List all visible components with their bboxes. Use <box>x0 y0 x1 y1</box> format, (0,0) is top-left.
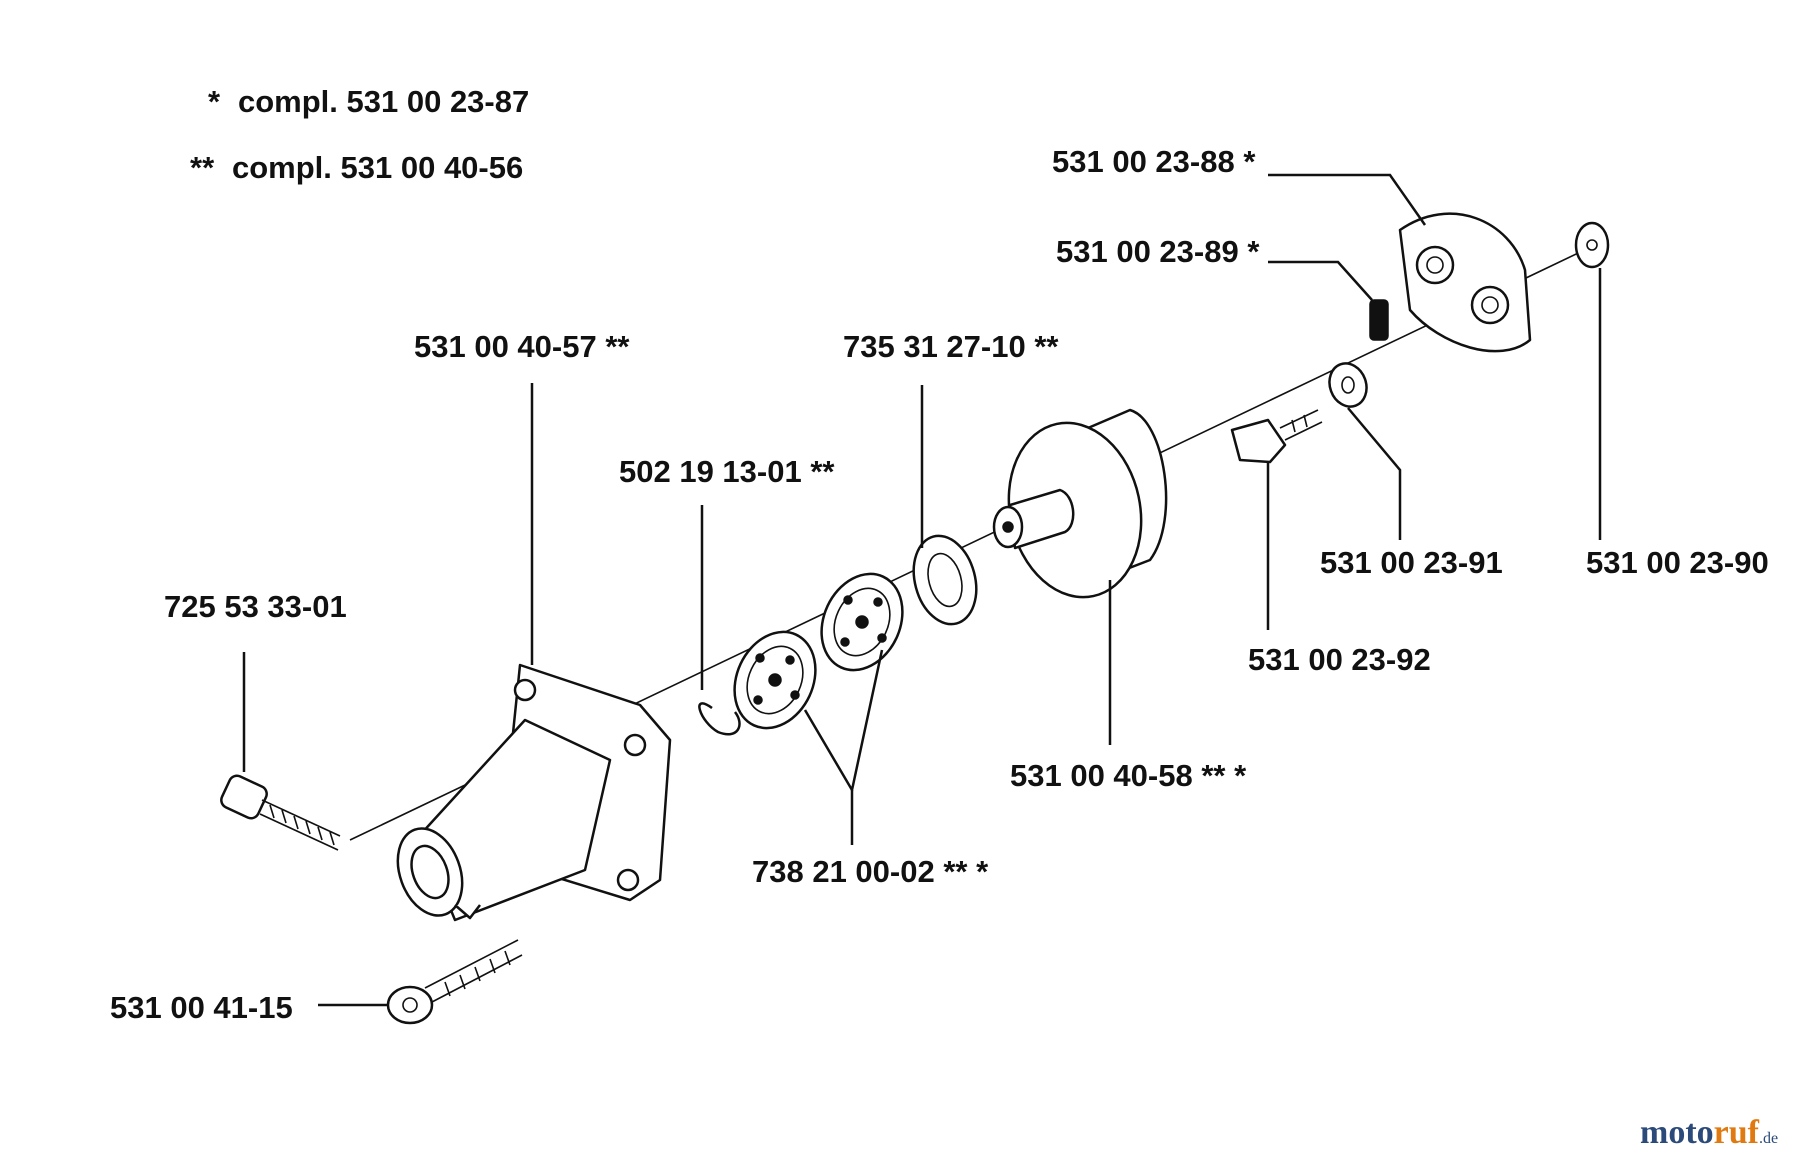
label-738-21-00-02: 738 21 00-02 ** * <box>752 854 989 889</box>
label-735-31-27-10: 735 31 27-10 ** <box>843 329 1059 364</box>
legend-text-1: compl. 531 00 23-87 <box>238 84 529 119</box>
label-531-00-41-15: 531 00 41-15 <box>110 990 293 1025</box>
screw-531-00-41-15 <box>386 939 523 1025</box>
legend-marker-1: * <box>208 84 221 119</box>
screw-725-53-33-01 <box>220 774 341 851</box>
label-502-19-13-01: 502 19 13-01 ** <box>619 454 835 489</box>
end-washer-part <box>1574 221 1610 269</box>
watermark-text-b: ruf <box>1714 1114 1760 1151</box>
leader-lines <box>242 173 1602 1007</box>
legend-marker-2: ** <box>190 150 215 185</box>
part-labels: 531 00 23-88 * 531 00 23-89 * 531 00 40-… <box>110 144 1769 1025</box>
watermark-logo: motoruf.de <box>1640 1114 1778 1151</box>
label-725-53-33-01: 725 53 33-01 <box>164 589 347 624</box>
label-531-00-23-90: 531 00 23-90 <box>1586 545 1769 580</box>
watermark-text-a: moto <box>1640 1114 1714 1151</box>
label-531-00-23-89: 531 00 23-89 * <box>1056 234 1260 269</box>
label-531-00-40-57: 531 00 40-57 ** <box>414 329 630 364</box>
legend-text-2: compl. 531 00 40-56 <box>232 150 523 185</box>
gear-housing-part <box>396 663 672 922</box>
watermark-text-c: .de <box>1759 1130 1778 1147</box>
clutch-drum-part <box>992 408 1168 599</box>
label-531-00-23-91: 531 00 23-91 <box>1320 545 1503 580</box>
bearing-part-1 <box>733 630 817 730</box>
bolt-part <box>1230 409 1323 464</box>
label-531-00-23-88: 531 00 23-88 * <box>1052 144 1256 179</box>
svg-text:motoruf.de: motoruf.de <box>1640 1114 1778 1151</box>
label-531-00-23-92: 531 00 23-92 <box>1248 642 1431 677</box>
bearing-part-2 <box>820 572 904 672</box>
ring-part <box>912 534 978 626</box>
circlip-part <box>698 702 741 736</box>
clutch-shoes-part <box>1398 212 1532 353</box>
label-531-00-40-58: 531 00 40-58 ** * <box>1010 758 1247 793</box>
washer-part <box>1328 362 1368 408</box>
legend: * compl. 531 00 23-87 ** compl. 531 00 4… <box>190 84 529 185</box>
spring-part <box>1369 299 1389 341</box>
